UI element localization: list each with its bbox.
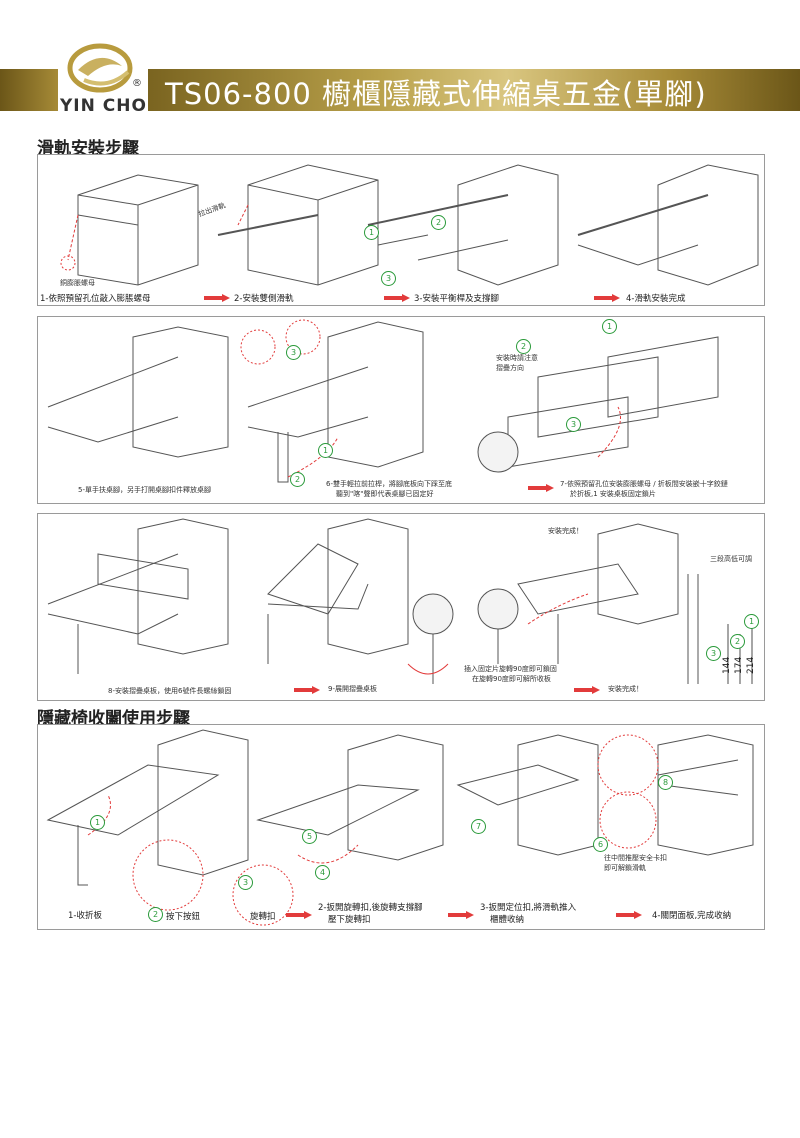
arrow-right-icon [384, 294, 410, 302]
logo-emblem-icon [67, 43, 133, 93]
stow-step-3: 3-扳開定位扣,將滑軌推入 櫃體收納 [480, 901, 576, 925]
leg-step-7: 7-依照預留孔位安裝膨脹螺母 / 折板間安裝嵌十字鉸鏈 於折板,1 安裝桌板固定… [560, 479, 728, 499]
arrow-right-icon [286, 911, 312, 919]
arrow-right-icon [204, 294, 230, 302]
title-banner [148, 69, 800, 111]
marker-8: 8 [658, 775, 673, 790]
table-step-9: 9-展開摺疊桌板 [328, 685, 377, 693]
banner-left-stripe [0, 69, 60, 111]
stow-step-2-line1: 2-扳開旋轉扣,後旋轉支撐腳 [318, 903, 423, 913]
rail-step-2: 2-安裝雙側滑軌 [234, 294, 294, 304]
safety-line-2: 即可解鎖滑軌 [604, 864, 646, 872]
stow-step-3-line2: 櫃體收納 [490, 915, 525, 925]
registered-mark: ® [132, 78, 142, 89]
label-rotate-lock: 插入固定片旋轉90度即可鎖固 在旋轉90度即可解所收板 [464, 664, 557, 684]
brand-name: YIN CHO [60, 96, 147, 116]
marker-3: 3 [286, 345, 301, 360]
rail-step-3: 3-安裝平衡桿及支撐腳 [414, 294, 499, 304]
marker-3: 3 [566, 417, 581, 432]
panel-table-install: 安裝完成！ 三段高低可調 1 2 3 144 174 214 8-安裝摺疊桌板，… [37, 513, 765, 701]
label-done: 安裝完成！ [608, 685, 643, 693]
marker-7: 7 [471, 819, 486, 834]
rail-install-illustrations [60, 164, 759, 286]
stow-illustrations [46, 729, 754, 926]
arrow-right-icon [528, 484, 554, 492]
leg-step-6-line1: 6-雙手輕拉前拉桿，將腳底板向下踩至底 [326, 480, 452, 488]
leg-step-6-line2: 聽到"喀"聲即代表桌腳已固定好 [336, 490, 434, 498]
leg-step-5: 5-單手扶桌腳，另手打開桌腳扣件釋放桌腳 [78, 486, 211, 494]
marker-2: 2 [148, 907, 163, 922]
marker-2: 2 [290, 472, 305, 487]
marker-2: 2 [516, 339, 531, 354]
arrow-right-icon [594, 294, 620, 302]
marker-3: 3 [706, 646, 721, 661]
note-fold-direction: 安裝時請注意 摺疊方向 [496, 353, 538, 373]
dim-144: 144 [722, 656, 732, 674]
leg-step-7-line2: 於折板,1 安裝桌板固定鎖片 [570, 490, 656, 498]
brand-logo [58, 40, 148, 135]
note-line-2: 摺疊方向 [496, 364, 524, 372]
marker-2: 2 [730, 634, 745, 649]
stow-step-3-line1: 3-扳開定位扣,將滑軌推入 [480, 903, 577, 913]
marker-1: 1 [90, 815, 105, 830]
marker-3: 3 [381, 271, 396, 286]
leg-install-illustrations [47, 319, 719, 483]
dim-174: 174 [734, 656, 744, 674]
note-line-1: 安裝時請注意 [496, 354, 538, 362]
marker-1: 1 [744, 614, 759, 629]
table-install-illustrations [47, 518, 753, 684]
rail-step-4: 4-滑軌安裝完成 [626, 294, 686, 304]
label-press-button: 按下按鈕 [166, 912, 201, 922]
table-step-8: 8-安裝摺疊桌板，使用6號件長螺絲鎖固 [108, 687, 232, 695]
stow-step-2-line2: 壓下旋轉扣 [328, 915, 371, 925]
marker-6: 6 [593, 837, 608, 852]
label-done-top: 安裝完成！ [548, 527, 583, 535]
rotate-line-1: 插入固定片旋轉90度即可鎖固 [464, 665, 557, 673]
stow-step-4: 4-關閉面板,完成收納 [652, 911, 732, 921]
stow-step-2: 2-扳開旋轉扣,後旋轉支撐腳 壓下旋轉扣 [318, 901, 423, 925]
dim-214: 214 [746, 656, 756, 674]
marker-1: 1 [364, 225, 379, 240]
label-height-adjust: 三段高低可調 [710, 555, 752, 563]
page-title: TS06-800 櫥櫃隱藏式伸縮桌五金(單腳) [165, 77, 707, 111]
rotate-line-2: 在旋轉90度即可解所收板 [472, 675, 551, 683]
marker-1: 1 [602, 319, 617, 334]
panel-rail-install: 銅膨脹螺母 拉出滑軌 1 2 3 1-依照預留孔位敲入膨脹螺母 2-安裝雙側滑軌… [37, 154, 765, 306]
stow-step-1: 1-收折板 [68, 911, 102, 921]
marker-1: 1 [318, 443, 333, 458]
arrow-right-icon [294, 686, 320, 694]
leg-step-7-line1: 7-依照預留孔位安裝膨脹螺母 / 折板間安裝嵌十字鉸鏈 [560, 480, 728, 488]
panel-stow-steps: 1 2 3 4 5 6 7 8 往中間推壓安全卡扣 即可解鎖滑軌 1-收折板 按… [37, 724, 765, 930]
header: TS06-800 櫥櫃隱藏式伸縮桌五金(單腳) YIN CHO ® [0, 40, 800, 135]
rail-step-1: 1-依照預留孔位敲入膨脹螺母 [40, 294, 151, 304]
marker-5: 5 [302, 829, 317, 844]
leg-step-6: 6-雙手輕拉前拉桿，將腳底板向下踩至底 聽到"喀"聲即代表桌腳已固定好 [326, 479, 452, 499]
arrow-right-icon [574, 686, 600, 694]
arrow-right-icon [616, 911, 642, 919]
label-safety-latch: 往中間推壓安全卡扣 即可解鎖滑軌 [604, 853, 667, 873]
marker-2: 2 [431, 215, 446, 230]
safety-line-1: 往中間推壓安全卡扣 [604, 854, 667, 862]
marker-4: 4 [315, 865, 330, 880]
arrow-right-icon [448, 911, 474, 919]
label-expansion-nut: 銅膨脹螺母 [60, 279, 95, 287]
label-rotate-buckle: 旋轉扣 [250, 912, 276, 922]
panel-leg-install: 3 1 2 1 2 3 安裝時請注意 摺疊方向 5-單手扶桌腳，另手打開桌腳扣件… [37, 316, 765, 504]
marker-3: 3 [238, 875, 253, 890]
